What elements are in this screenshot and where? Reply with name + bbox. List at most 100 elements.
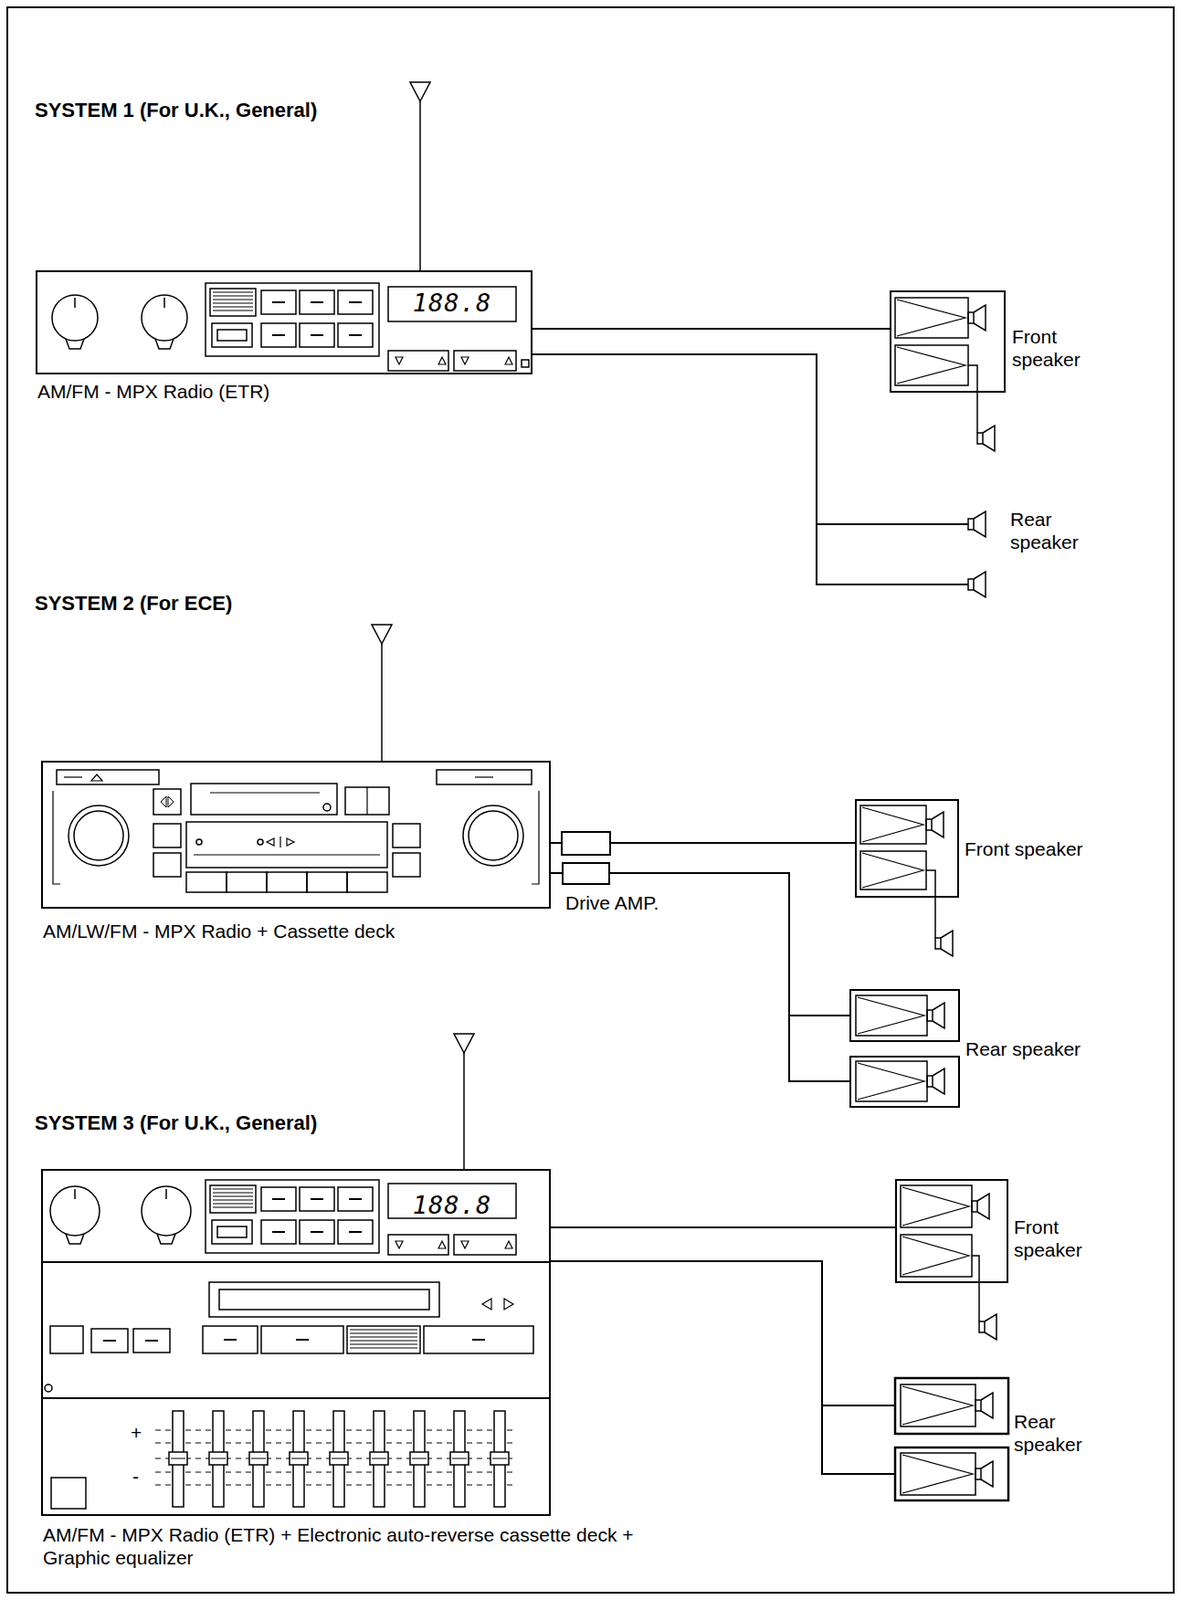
- eq-slider-mark: [371, 1458, 387, 1460]
- speaker-magnet: [971, 1201, 978, 1213]
- part-label: Rear speaker: [1010, 507, 1102, 554]
- eq-slider-knob: [450, 1452, 469, 1466]
- button-mark: [272, 1198, 285, 1201]
- grille: [210, 288, 256, 317]
- grille-line: [212, 1196, 254, 1198]
- speaker-compartment: [900, 1234, 972, 1277]
- knob-pointer: [73, 297, 76, 308]
- speaker-horn: [862, 807, 924, 843]
- button-mark: [160, 796, 167, 808]
- antenna-lead: [380, 643, 383, 761]
- speaker-magnet: [975, 1400, 981, 1412]
- button-mark: [272, 334, 285, 337]
- rocker-arrow: [461, 1241, 469, 1249]
- button-mark: [310, 1198, 324, 1201]
- play-bar: [279, 836, 281, 848]
- button: [153, 823, 181, 848]
- front-speaker-wire: [610, 842, 855, 844]
- eq-slider-knob: [168, 1452, 188, 1466]
- knob-pointer: [163, 297, 166, 308]
- part-caption: AM/FM - MPX Radio (ETR) + Electronic aut…: [42, 1523, 665, 1570]
- speaker-magnet: [935, 938, 941, 950]
- speaker-compartment: [895, 297, 969, 338]
- speaker-box: [895, 1447, 1009, 1501]
- tuning-rocker: [388, 350, 449, 371]
- button-mark: [272, 301, 285, 304]
- part-caption: Front speaker: [1012, 325, 1104, 371]
- grille-line: [212, 310, 254, 312]
- tuning-rocker: [388, 1234, 449, 1255]
- eq-slider-mark: [492, 1458, 507, 1460]
- bracket: [531, 790, 539, 885]
- rocker-arrow: [461, 357, 469, 365]
- speaker-magnet: [927, 1075, 933, 1087]
- button: [261, 323, 296, 348]
- mode-strip: [436, 769, 532, 785]
- knob: [52, 295, 98, 341]
- cassette-slot: [190, 783, 338, 815]
- button-mark: [310, 1231, 324, 1234]
- button-mark: [348, 1231, 362, 1234]
- eq-slider-knob: [249, 1452, 268, 1466]
- button-mark: [472, 1339, 486, 1341]
- system-heading: SYSTEM 1 (For U.K., General): [34, 98, 317, 123]
- knob-foot: [65, 338, 85, 349]
- knob-foot: [157, 1233, 176, 1245]
- button-mark: [310, 301, 324, 304]
- grille-line: [349, 1344, 418, 1346]
- rocker-arrow: [438, 357, 446, 365]
- system-heading: SYSTEM 3 (For U.K., General): [34, 1111, 317, 1136]
- radio-unit: AM/LW/FM - MPX Radio + Cassette deck: [41, 760, 551, 909]
- speaker-wire: [926, 870, 936, 939]
- indicator: [521, 359, 529, 368]
- rear-speaker-wire: [789, 1014, 851, 1017]
- eq-switch: [51, 1477, 86, 1509]
- rocker-arrow: [395, 357, 403, 365]
- grille-line: [212, 1192, 254, 1194]
- button-inner: [217, 329, 247, 341]
- section-divider: [41, 1261, 551, 1264]
- button-mark: [310, 334, 324, 337]
- grille-line: [349, 1333, 418, 1335]
- tuning-rocker: [453, 350, 517, 371]
- button: [91, 1328, 128, 1353]
- preset-button: [306, 872, 348, 893]
- eq-slider-mark: [210, 1458, 226, 1460]
- rear-speaker-wire: [822, 1404, 896, 1407]
- indicator: [257, 839, 264, 845]
- speaker-cone: [982, 425, 995, 452]
- drive-amp-box: Drive AMP.: [561, 862, 611, 886]
- direction-arrow: [482, 1298, 492, 1310]
- speaker-magnet: [968, 312, 974, 324]
- signal-wire: [550, 872, 562, 875]
- button: [299, 1220, 335, 1245]
- speaker-cone: [980, 1392, 993, 1419]
- speaker-compartment: [900, 1453, 976, 1496]
- rocker-arrow: [395, 1241, 403, 1249]
- button-mark: [103, 1339, 116, 1342]
- door-panel: [186, 822, 388, 868]
- button: [299, 1187, 335, 1212]
- knob: [68, 805, 129, 866]
- knob: [141, 295, 188, 341]
- knob-pointer: [73, 1189, 76, 1200]
- grille-line: [349, 1329, 418, 1331]
- speaker-box: Front speaker: [854, 799, 960, 898]
- speaker-cone: [940, 930, 953, 957]
- button-mark: [168, 796, 174, 808]
- strip-mark: [474, 776, 494, 778]
- grille-line: [212, 295, 254, 297]
- speaker-magnet: [926, 819, 932, 831]
- grille-line: [212, 292, 254, 294]
- indicator: [196, 839, 202, 845]
- button: [299, 323, 335, 348]
- rear-speaker-wire: [550, 1261, 896, 1475]
- radio-unit: AM/FM - MPX Radio (ETR): [35, 270, 533, 375]
- speaker-compartment: [900, 1185, 972, 1228]
- antenna-symbol: [453, 1033, 475, 1054]
- part-caption: Front speaker: [964, 837, 1139, 861]
- button: [133, 1328, 170, 1353]
- button-panel: [205, 1180, 380, 1254]
